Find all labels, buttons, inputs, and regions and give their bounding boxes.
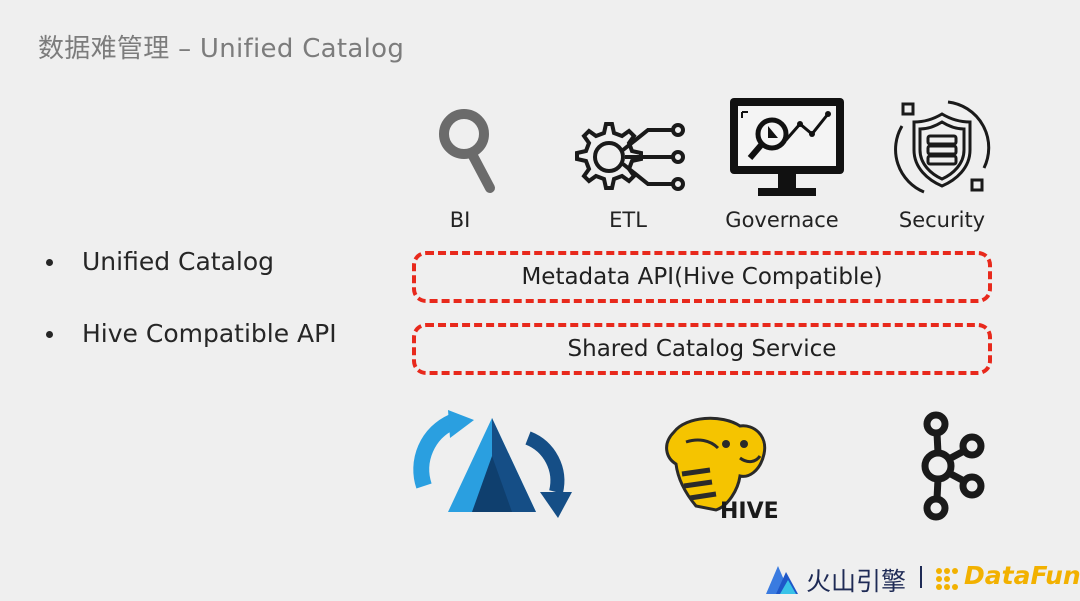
metadata-api-label: Metadata API(Hive Compatible) bbox=[521, 264, 883, 290]
metadata-api-box: Metadata API(Hive Compatible) bbox=[412, 251, 992, 303]
footer-brand-en: DataFun. bbox=[964, 561, 1080, 590]
datafun-dots-icon bbox=[936, 568, 958, 590]
shield-server-icon bbox=[894, 100, 991, 194]
consumer-label-etl: ETL bbox=[609, 208, 647, 232]
bullet-item: Unified Catalog bbox=[44, 240, 337, 312]
delta-lake-logo bbox=[413, 410, 572, 518]
footer-brand-cn: 火山引擎 bbox=[806, 567, 907, 596]
hive-logo: HIVE bbox=[665, 416, 778, 522]
magnifier-icon bbox=[439, 109, 495, 193]
footer-separator bbox=[920, 566, 922, 588]
consumer-label-security: Security bbox=[898, 208, 986, 232]
shared-catalog-box: Shared Catalog Service bbox=[412, 323, 992, 375]
consumer-label-governance: Governace bbox=[725, 208, 839, 232]
bullet-dot bbox=[46, 259, 53, 266]
bullet-text: Hive Compatible API bbox=[82, 319, 337, 348]
shared-catalog-label: Shared Catalog Service bbox=[567, 336, 837, 362]
slide-title: 数据难管理 – Unified Catalog bbox=[38, 34, 405, 64]
monitor-analytics-icon bbox=[730, 98, 844, 196]
kafka-logo bbox=[921, 411, 985, 521]
consumer-label-bi: BI bbox=[449, 208, 471, 232]
bullet-text: Unified Catalog bbox=[82, 247, 275, 276]
bullet-list: Unified Catalog Hive Compatible API bbox=[44, 240, 337, 384]
bullet-item: Hive Compatible API bbox=[44, 312, 337, 384]
gear-circuit-icon bbox=[575, 122, 685, 191]
footer-branding: 火山引擎 DataFun. bbox=[762, 556, 1080, 598]
bullet-dot bbox=[46, 331, 53, 338]
hive-logo-text: HIVE bbox=[720, 499, 778, 522]
volcano-engine-logo-icon bbox=[766, 566, 798, 594]
